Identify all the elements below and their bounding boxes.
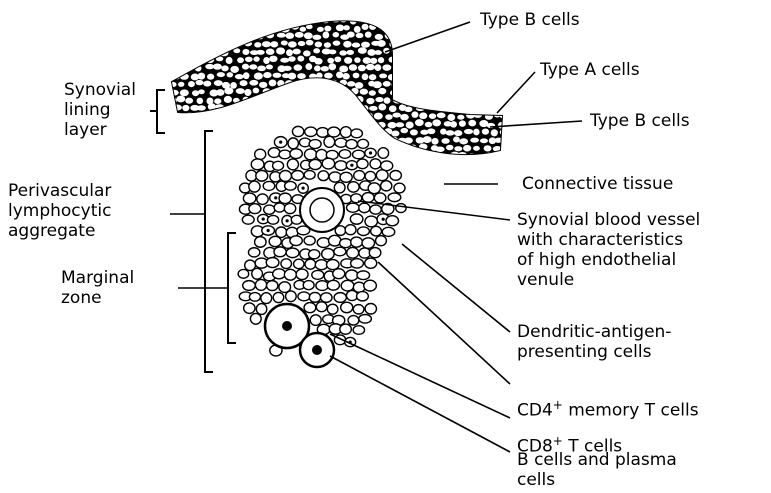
label-type-b-cells-right: Type B cells <box>590 111 690 131</box>
label-synovial-blood-vessel: Synovial blood vessel with characteristi… <box>517 210 700 290</box>
label-perivascular-aggregate: Perivascular lymphocytic aggregate <box>8 181 111 241</box>
label-type-b-cells-top: Type B cells <box>480 10 580 30</box>
marginal-zone-bracket <box>228 233 236 343</box>
label-marginal-zone: Marginal zone <box>61 268 134 308</box>
perivascular-aggregate-cells <box>238 126 406 356</box>
cd4-superscript: + <box>553 398 563 412</box>
aggregate-bracket <box>205 131 213 372</box>
label-connective-tissue: Connective tissue <box>522 174 673 194</box>
label-b-cells-plasma-cells: B cells and plasma cells <box>517 450 677 490</box>
synovial-blood-vessel <box>300 188 344 232</box>
plasma-cell-small <box>300 333 334 367</box>
label-synovial-lining-layer: Synovial lining layer <box>64 80 136 140</box>
cd8-superscript: + <box>553 434 563 448</box>
label-type-a-cells: Type A cells <box>540 60 640 80</box>
label-dendritic-cells: Dendritic-antigen- presenting cells <box>517 322 671 362</box>
lining-layer-bracket <box>150 90 165 133</box>
